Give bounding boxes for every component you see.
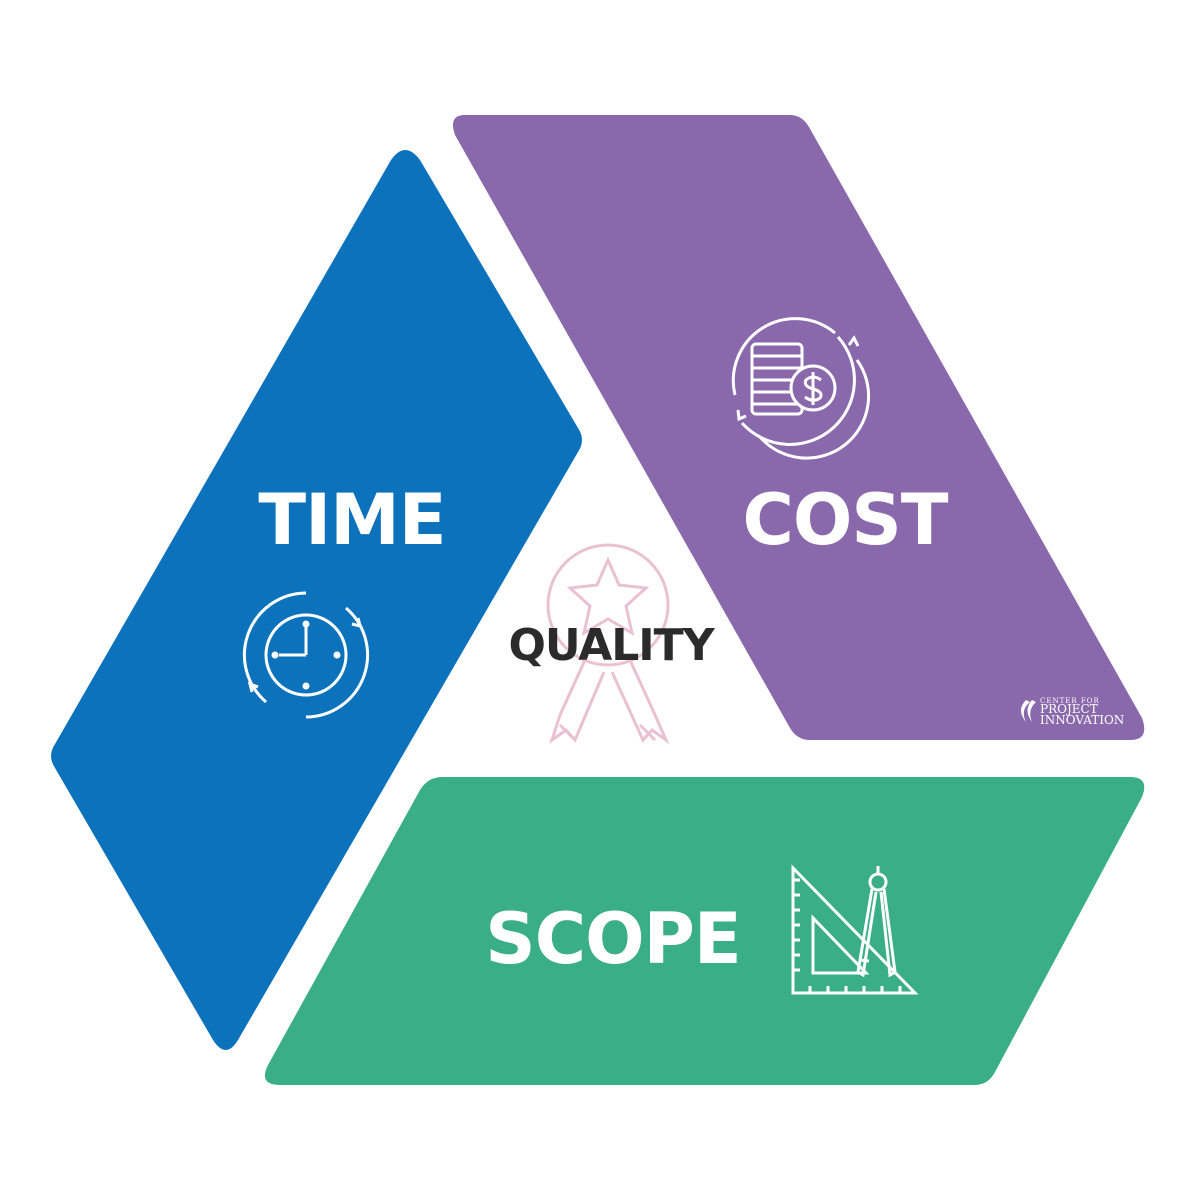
award-ribbon-icon: [546, 543, 670, 745]
time-shape: [51, 150, 582, 1050]
cost-label: COST: [742, 479, 948, 561]
ruler-compass-icon: [791, 864, 919, 995]
center-for-project-innovation-logo: CENTER FOR PROJECT INNOVATION: [1021, 697, 1124, 727]
coins-dollar-icon: [731, 317, 871, 460]
logo-line3: INNOVATION: [1040, 713, 1124, 727]
logo-line2: PROJECT: [1040, 702, 1098, 716]
time-label: TIME: [258, 479, 445, 561]
scope-shape: [264, 777, 1145, 1085]
scope-panel: SCOPE: [264, 777, 1145, 1085]
clock-icon: [242, 591, 370, 719]
quality-label: QUALITY: [508, 620, 715, 671]
time-panel: TIME: [51, 150, 582, 1050]
cost-panel: COST CENTER FOR PROJECT INNOVATION: [452, 115, 1145, 740]
logo-line1: CENTER FOR: [1040, 697, 1100, 705]
cost-shape: [452, 115, 1145, 740]
logo-swoosh-icon: [1021, 700, 1036, 722]
quality-center: QUALITY: [508, 543, 717, 745]
scope-label: SCOPE: [485, 898, 740, 980]
